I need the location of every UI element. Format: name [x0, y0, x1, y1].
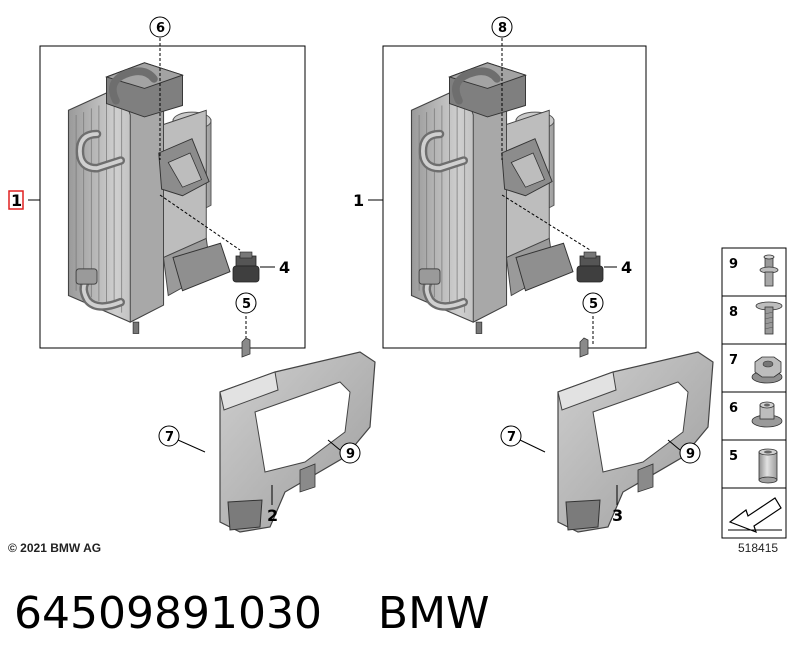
image-number: 518415: [738, 541, 779, 555]
callout-1-left-highlight[interactable]: [8, 190, 24, 210]
direction-arrow-icon: [728, 497, 782, 534]
module-right: [412, 63, 574, 334]
flange-nut-icon: [751, 401, 783, 428]
callout-5-right-circle: [582, 292, 604, 314]
right-assembly-frame: [382, 45, 647, 349]
callout-5-left-circle: [235, 292, 257, 314]
grommet-left: [232, 251, 260, 283]
callout-1-left[interactable]: 1: [11, 191, 22, 210]
callout-6[interactable]: 6: [156, 21, 165, 36]
callout-5-right[interactable]: 5: [589, 297, 598, 312]
hex-nut-icon: [751, 356, 783, 384]
legend-number-9: 9: [729, 257, 738, 272]
part-brand: BMW: [377, 588, 490, 639]
legend-number-5: 5: [729, 449, 738, 464]
callout-8-circle: [491, 16, 513, 38]
callout-7-left[interactable]: 7: [165, 430, 174, 445]
callout-9-left[interactable]: 9: [346, 447, 355, 462]
legend-number-6: 6: [729, 401, 738, 416]
parts-diagram: 1 1 6 8 4 4 5 5 7 7 9 9 2 3 9: [8, 16, 787, 539]
part-line: 64509891030 BMW: [14, 588, 490, 639]
legend-number-8: 8: [729, 305, 738, 320]
callout-7-right-circle: [500, 425, 522, 447]
callout-2[interactable]: 2: [267, 506, 278, 525]
callout-4-left[interactable]: 4: [279, 258, 290, 277]
callout-8[interactable]: 8: [498, 21, 507, 36]
module-left: [69, 63, 231, 334]
callout-5-left[interactable]: 5: [242, 297, 251, 312]
callout-3[interactable]: 3: [612, 506, 623, 525]
callout-7-left-circle: [158, 425, 180, 447]
bracket-right: [557, 337, 714, 533]
callout-9-right[interactable]: 9: [686, 447, 695, 462]
callout-1-right[interactable]: 1: [353, 191, 364, 210]
legend-panel: 9 8 7 6: [721, 247, 787, 539]
callout-9-left-circle: [339, 442, 361, 464]
copyright-text: © 2021 BMW AG: [8, 541, 102, 555]
sleeve-icon: [758, 448, 778, 484]
left-assembly-frame: [39, 45, 306, 349]
callout-4-right[interactable]: 4: [621, 258, 632, 277]
grommet-right: [576, 251, 604, 283]
callout-6-circle: [149, 16, 171, 38]
part-number: 64509891030: [14, 588, 322, 639]
bolt-8-icon: [755, 301, 783, 335]
legend-number-7: 7: [729, 353, 738, 368]
callout-7-right[interactable]: 7: [507, 430, 516, 445]
bracket-left: [219, 337, 376, 533]
bolt-9-icon: [759, 254, 779, 287]
callout-9-right-circle: [679, 442, 701, 464]
